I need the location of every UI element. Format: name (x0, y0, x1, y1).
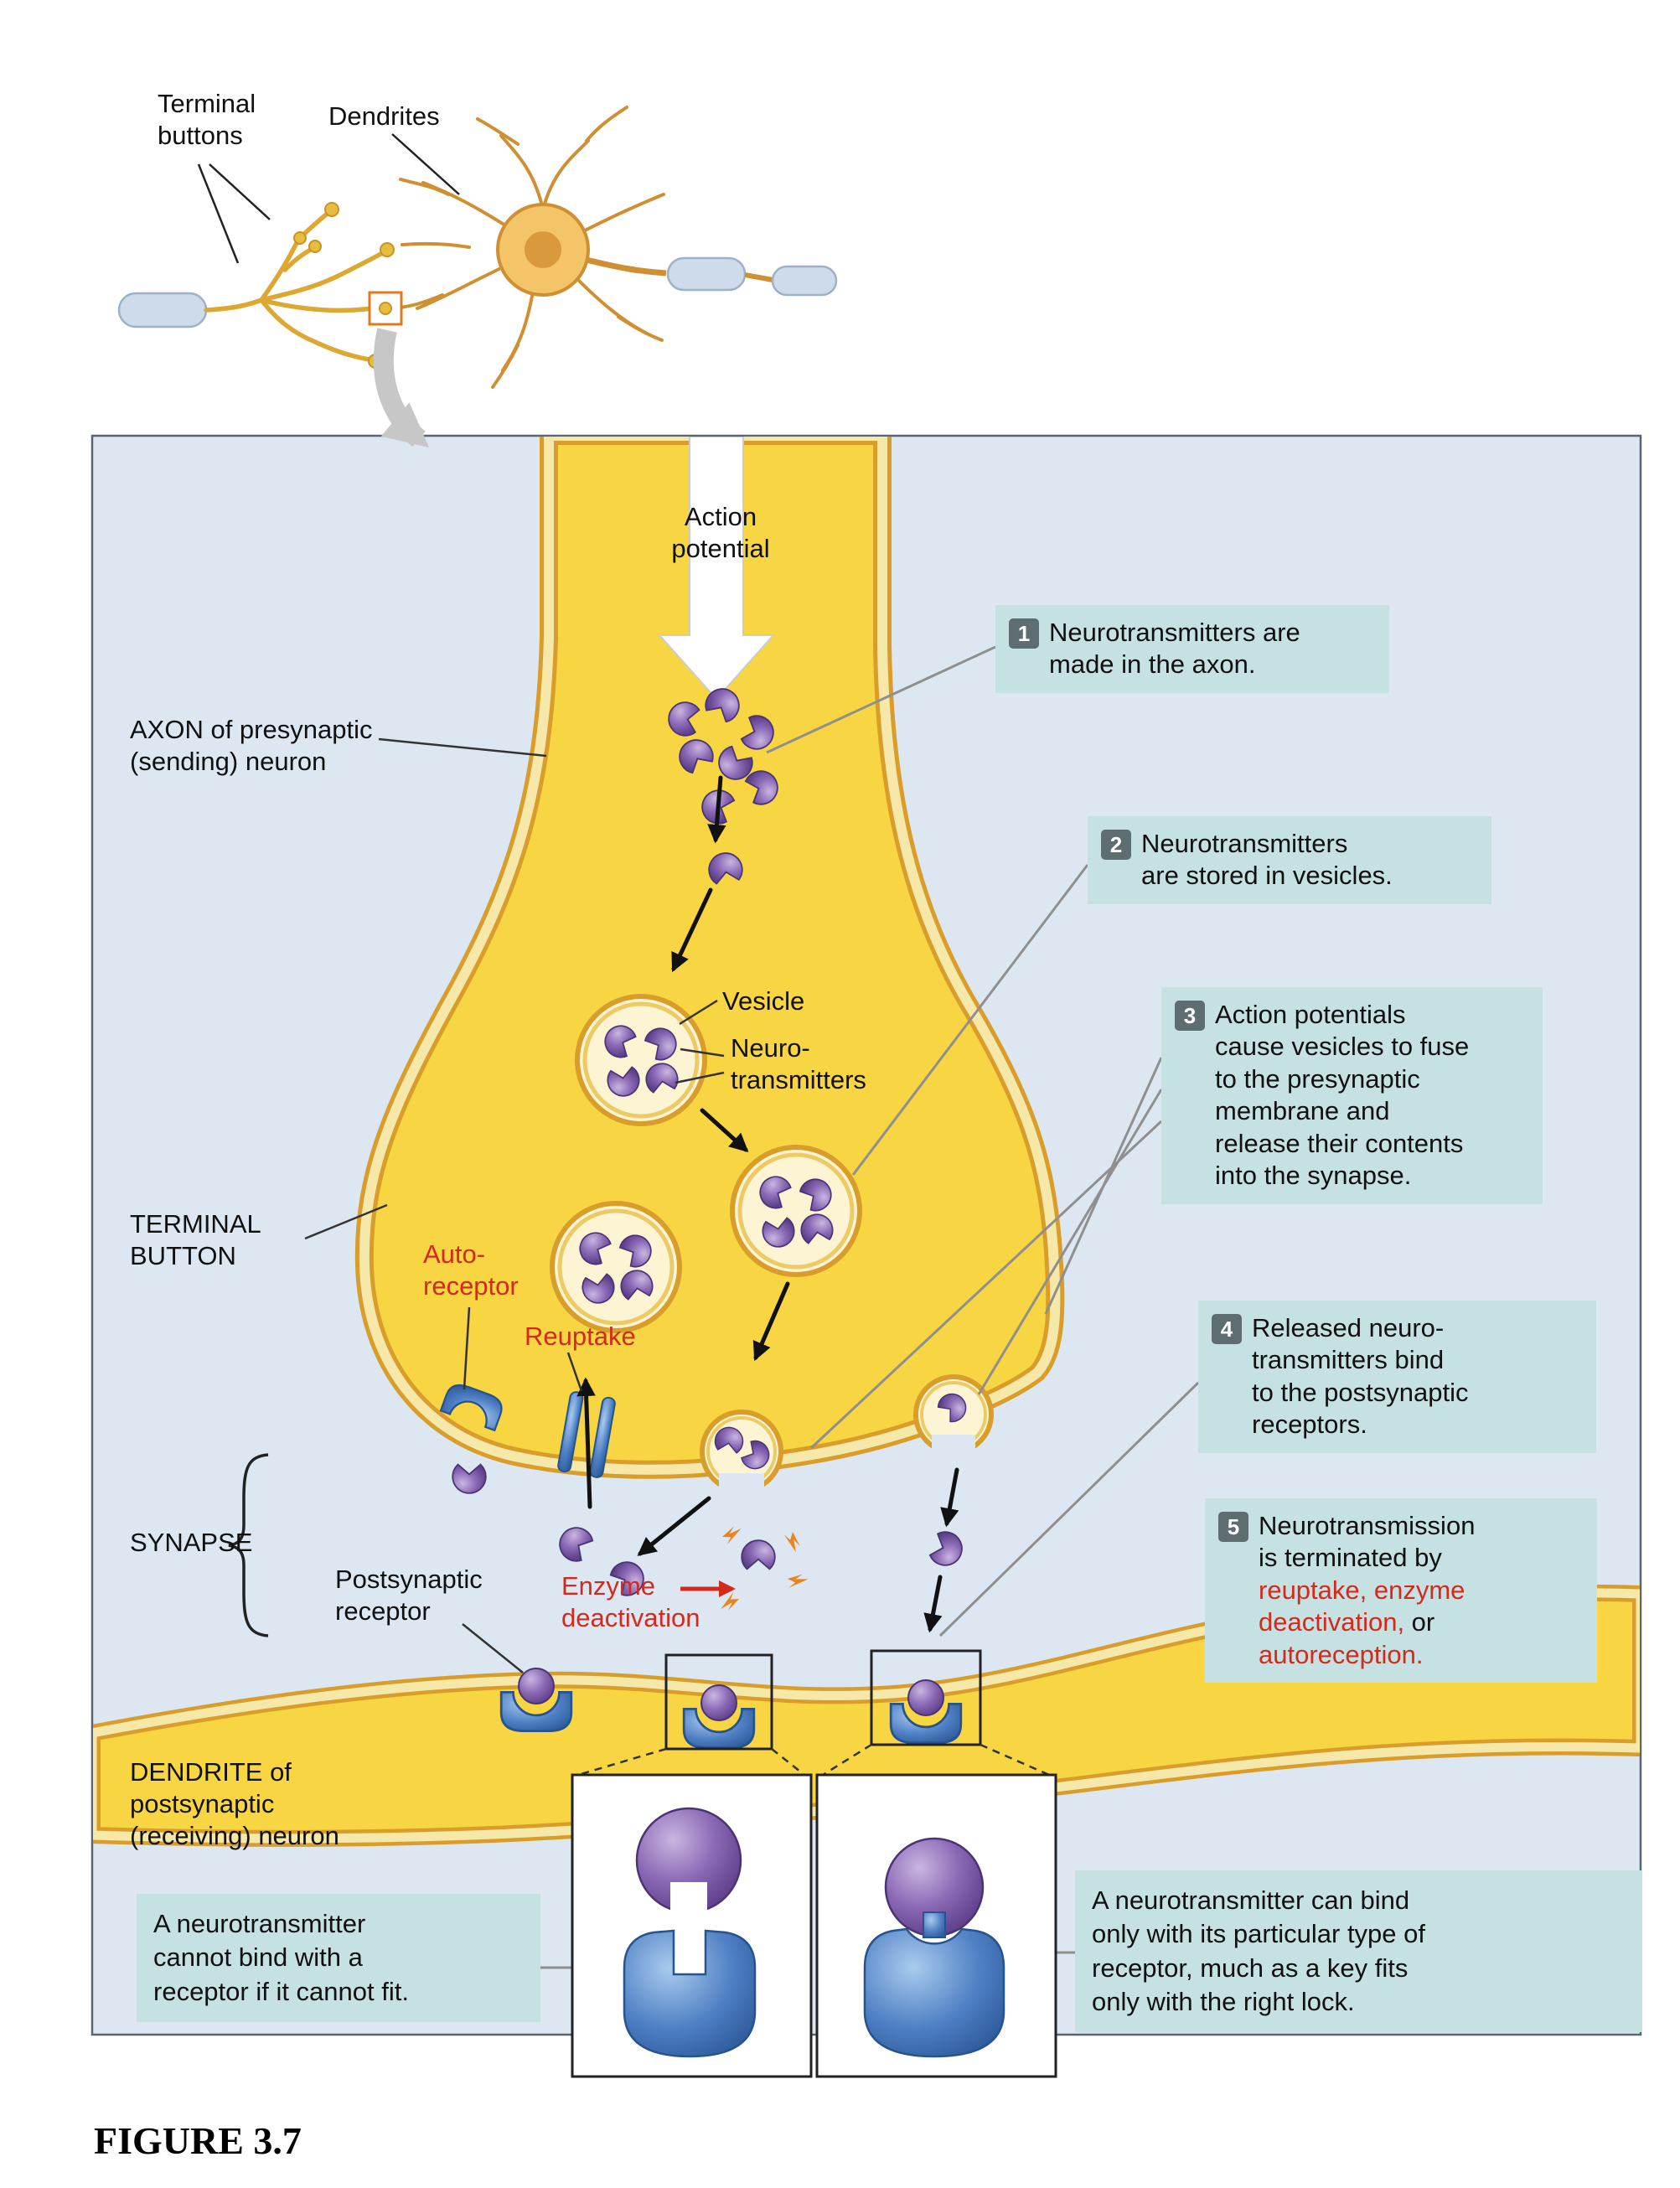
label-axon: AXON of presynaptic (sending) neuron (130, 715, 373, 776)
callout-4-text: Released neuro- transmitters bind to the… (1252, 1313, 1469, 1440)
label-synapse: SYNAPSE (130, 1528, 253, 1557)
top-label-lines (197, 133, 460, 264)
matching-receptor (863, 1927, 1005, 2058)
mismatch-receptor (623, 1929, 757, 2058)
vesicle-1 (577, 996, 705, 1124)
zoom-rect-left (664, 1653, 773, 1751)
nucleus (525, 231, 561, 268)
label-neurotransmitters: Neuro- transmitters (731, 1033, 866, 1094)
myelin-segment (666, 256, 747, 292)
enzyme-sparks (721, 1526, 809, 1611)
callout-5-text: Neurotransmission is terminated by reupt… (1259, 1511, 1476, 1669)
label-terminal-buttons: Terminal buttons (158, 89, 256, 150)
label-postsynaptic-receptor: Postsynaptic receptor (335, 1565, 483, 1626)
label-dendrites: Dendrites (328, 101, 440, 131)
callout-2: 2 Neurotransmitters are stored in vesicl… (1088, 816, 1491, 904)
callout-1: 1 Neurotransmitters are made in the axon… (995, 605, 1389, 693)
label-autoreceptor: Auto- receptor (423, 1239, 519, 1301)
receptor-key-peg (923, 1911, 946, 1938)
callout-2-text: Neurotransmitters are stored in vesicles… (1141, 829, 1393, 891)
callout-1-text: Neurotransmitters are made in the axon. (1049, 618, 1300, 680)
callout-3-text: Action potentials cause vesicles to fuse… (1215, 1000, 1470, 1191)
label-terminal-button: TERMINAL BUTTON (130, 1209, 261, 1270)
vesicle-3 (552, 1203, 680, 1331)
callout-3: 3 Action potentials cause vesicles to fu… (1161, 987, 1543, 1204)
note-can-bind: A neurotransmitter can bind only with it… (1075, 1870, 1641, 2033)
callout-3-number: 3 (1175, 1001, 1205, 1031)
label-lines (304, 737, 725, 1673)
myelin-segment (117, 292, 208, 328)
label-dendrite: DENDRITE of postsynaptic (receiving) neu… (130, 1757, 339, 1850)
synapse-brace (228, 1453, 269, 1637)
label-vesicle: Vesicle (722, 986, 805, 1016)
myelin-segment (771, 265, 838, 297)
callout-lines (540, 645, 1200, 1969)
inset-box-right (815, 1773, 1057, 2078)
action-potential-arrow (657, 437, 776, 701)
figure-caption: FIGURE 3.7 (94, 2119, 302, 2162)
release-site-1 (700, 1410, 783, 1503)
dashed-connectors (577, 1743, 1050, 1777)
note-cannot-bind: A neurotransmitter cannot bind with a re… (137, 1894, 540, 2022)
flow-arrows (576, 775, 959, 1633)
callout-4: 4 Released neuro- transmitters bind to t… (1198, 1301, 1596, 1453)
callout-1-number: 1 (1009, 618, 1039, 649)
dendrite-branches (392, 106, 665, 389)
neuron-overview-illustration (117, 106, 838, 448)
label-enzyme-deactivation: Enzyme deactivation (561, 1571, 700, 1632)
vesicle-2 (732, 1147, 860, 1275)
zoom-arrow (373, 328, 430, 448)
callout-2-number: 2 (1101, 830, 1131, 860)
callout-4-number: 4 (1212, 1314, 1242, 1344)
inset-box-left (571, 1773, 813, 2078)
label-reuptake: Reuptake (525, 1322, 636, 1351)
zoom-rect-right (870, 1649, 982, 1746)
reuptake-channel (557, 1391, 616, 1478)
callout-5: 5 Neurotransmission is terminated by reu… (1205, 1498, 1597, 1684)
release-site-2 (913, 1374, 994, 1465)
callout-5-number: 5 (1218, 1512, 1248, 1542)
label-action-potential: Action potential (671, 502, 770, 563)
